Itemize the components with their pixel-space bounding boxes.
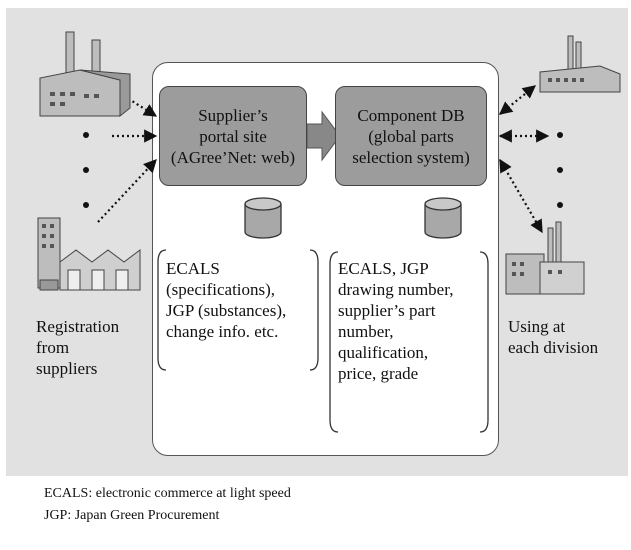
jgp-footnote: JGP: Japan Green Procurement — [44, 508, 220, 523]
right-list-right-brace — [479, 251, 489, 433]
supplier-db-cylinder-icon — [244, 197, 282, 239]
supplier-portal-label: Supplier’s portal site (AGree’Net: web) — [170, 105, 296, 167]
left-list-left-brace — [157, 249, 167, 371]
right-list-left-brace — [329, 251, 339, 433]
component-db-label: Component DB (global parts selection sys… — [352, 105, 470, 167]
component-db-cylinder-icon — [424, 197, 462, 239]
registration-label: Registration from suppliers — [36, 317, 120, 378]
factory-bottom-left-icon — [37, 217, 141, 291]
left-ellipsis-dots — [83, 132, 89, 208]
factory-top-right-icon — [539, 35, 621, 93]
component-db-box: Component DB (global parts selection sys… — [335, 86, 487, 186]
arrow-bottom-left — [97, 159, 157, 223]
component-data-list: ECALS, JGP drawing number, supplier’s pa… — [338, 259, 454, 383]
factory-top-left-icon — [39, 31, 131, 118]
right-ellipsis-dots — [557, 132, 563, 208]
factory-bottom-right-icon — [505, 221, 585, 295]
left-list-right-brace — [309, 249, 319, 371]
supplier-data-list: ECALS (specifications), JGP (substances)… — [166, 259, 287, 341]
ecals-footnote: ECALS: electronic commerce at light spee… — [44, 486, 291, 501]
flow-arrow — [306, 110, 341, 162]
using-label: Using at each division — [508, 317, 599, 357]
arrow-bottom-right — [499, 158, 543, 234]
arrow-top-right — [498, 85, 537, 115]
supplier-portal-box: Supplier’s portal site (AGree’Net: web) — [159, 86, 307, 186]
